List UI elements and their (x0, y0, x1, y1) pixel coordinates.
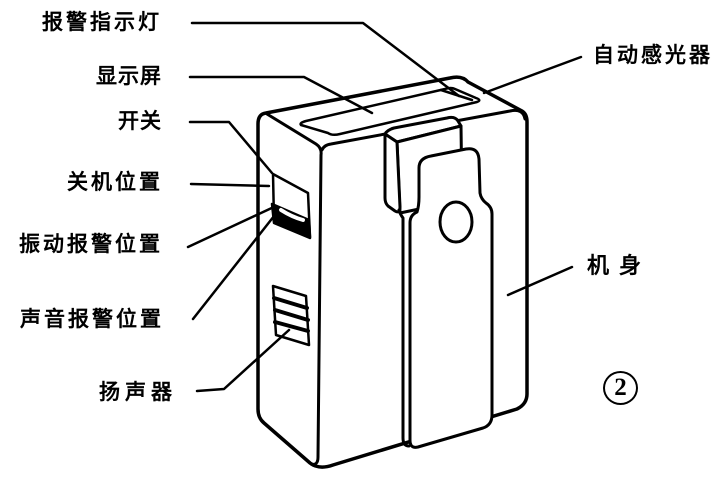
display-panel-outline (299, 86, 481, 137)
label-display-screen: 显示屏 (96, 65, 162, 88)
left-ridge-line (265, 112, 323, 466)
label-vibration-alarm-position: 振动报警位置 (19, 233, 163, 256)
label-speaker: 扬声器 (99, 381, 177, 404)
label-device-body: 机身 (587, 253, 652, 278)
label-sound-alarm-position: 声音报警位置 (20, 308, 164, 331)
grille-slat-3 (273, 320, 310, 333)
leader-display-screen (188, 75, 374, 115)
clip-mount-block-left (383, 132, 402, 214)
belt-clip (383, 115, 494, 449)
grille-slat-1 (272, 296, 309, 310)
leader-power-switch (188, 120, 274, 175)
label-off-position: 关机位置 (67, 171, 163, 194)
label-power-switch: 开关 (118, 110, 162, 133)
clip-hole (438, 200, 474, 244)
switch-knob-highlight (279, 208, 305, 222)
leader-alarm-indicator (190, 21, 461, 98)
label-auto-light-sensor: 自动感光器 (593, 44, 713, 67)
speaker-grille (271, 284, 311, 347)
clip-strap (408, 147, 494, 449)
grille-slat-2 (273, 308, 310, 322)
figure-number-badge: 2 (603, 371, 638, 405)
back-strap-left-edge (397, 208, 411, 448)
leader-vibration-position (186, 204, 278, 249)
leader-sound-position (191, 209, 280, 321)
clip-mount-block-top (383, 115, 463, 144)
leader-lines (186, 21, 583, 393)
leader-speaker (195, 328, 291, 393)
label-alarm-indicator: 报警指示灯 (42, 11, 162, 34)
leader-off-position (189, 182, 271, 188)
leader-light-sensor (482, 55, 583, 95)
leader-device-body (506, 265, 574, 297)
